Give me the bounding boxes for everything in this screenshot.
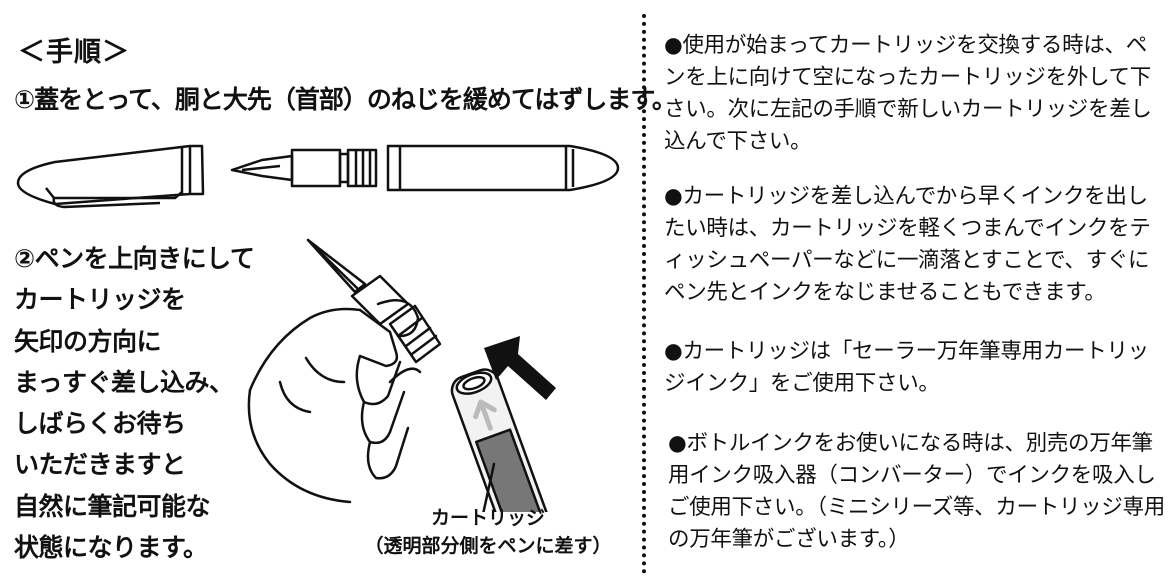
column-divider (642, 14, 646, 574)
step2-line: 自然に筆記可能な (14, 491, 211, 521)
step2-line: しばらくお待ち (14, 409, 186, 439)
step2-line: ②ペンを上向きにして (14, 244, 255, 273)
step2-line: いただきますと (14, 450, 186, 480)
cartridge-caption-note: （透明部分側をペンに差す） (364, 535, 612, 557)
insert-direction-arrow (484, 336, 556, 400)
step2-line: 状態になります。 (14, 533, 208, 563)
procedure-heading: ＜手順＞ (18, 37, 130, 68)
note-genuine-cartridge: ●カートリッジは「セーラー万年筆専用カートリッジインク」をご使用下さい。 (664, 339, 1149, 396)
step2-line: まっすぐ差し込み、 (14, 367, 234, 397)
cartridge-caption-title: カートリッジ (430, 507, 545, 529)
step2-line: カートリッジを (14, 285, 186, 315)
step2-line: 矢印の方向に (14, 326, 162, 356)
note-fast-ink-flow: ●カートリッジを差し込んでから早くインクを出したい時は、カートリッジを軽くつまん… (664, 184, 1151, 305)
step2-text: ②ペンを上向きにして カートリッジを 矢印の方向に まっすぐ差し込み、 しばらく… (14, 238, 255, 568)
pen-parts-illustration (16, 144, 620, 209)
note-bottle-ink-converter: ●ボトルインクをお使いになる時は、別売の万年筆用インク吸入器（コンバーター）でイ… (668, 431, 1165, 552)
step1-text: ①蓋をとって、胴と大先（首部）のねじを緩めてはずします。 (14, 85, 677, 114)
note-replacing-cartridge: ●使用が始まってカートリッジを交換する時は、ペンを上に向けて空になったカートリッ… (664, 33, 1152, 154)
cartridge-caption: カートリッジ （透明部分側をペンに差す） (348, 504, 628, 560)
hand-with-pen-illustration (247, 238, 549, 512)
